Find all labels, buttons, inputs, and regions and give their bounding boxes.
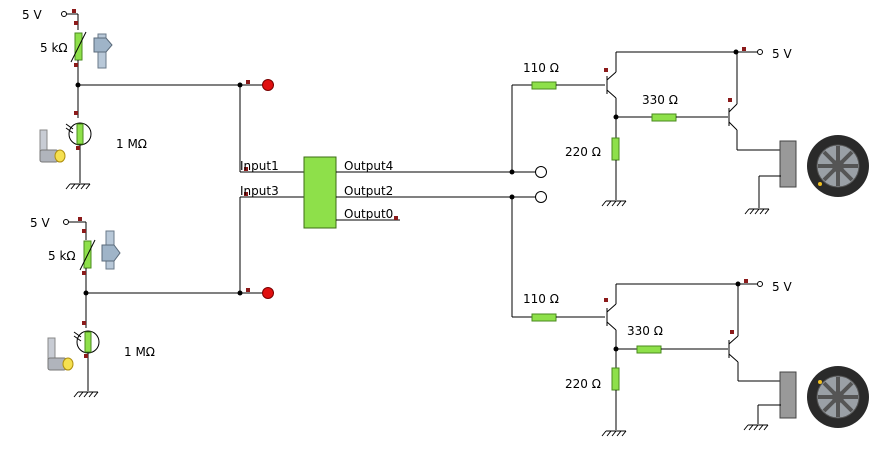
r-pull-label-1: 220 Ω <box>565 145 601 159</box>
output-a-label: Output4 <box>344 159 393 173</box>
ground-symbol <box>73 391 99 398</box>
ground-symbol <box>743 424 769 431</box>
supply-label-1: 5 V <box>22 8 42 22</box>
resistor-mid-2[interactable] <box>636 345 662 354</box>
ground-symbol <box>744 208 770 215</box>
logic-block-body[interactable] <box>303 156 337 229</box>
input-b-label: Input3 <box>240 184 279 198</box>
ground-symbol <box>601 200 627 207</box>
resistor-base-1[interactable] <box>531 81 557 90</box>
lamp-icon <box>47 337 74 371</box>
resistor-pull-1[interactable] <box>611 137 620 161</box>
supply-terminal-4[interactable] <box>757 281 763 287</box>
output-b-label: Output2 <box>344 184 393 198</box>
wheel-icon <box>807 366 869 428</box>
wheel-icon <box>807 135 869 197</box>
resistor-base-2[interactable] <box>531 313 557 322</box>
supply-terminal-3[interactable] <box>757 49 763 55</box>
pot-label-1: 5 kΩ <box>40 41 68 55</box>
output-terminal-a[interactable] <box>535 166 547 178</box>
logic-block: Input1 Input3 Output4 Output2 Output0 <box>239 85 547 293</box>
r-pull-label-2: 220 Ω <box>565 377 601 391</box>
ground-symbol <box>65 183 91 190</box>
supply-terminal-2[interactable] <box>63 219 69 225</box>
supply-label-2: 5 V <box>30 216 50 230</box>
pot-label-2: 5 kΩ <box>48 249 76 263</box>
motor-driver-2: 110 Ω 5 V 220 Ω 330 Ω <box>511 197 869 437</box>
output-c-label: Output0 <box>344 207 393 221</box>
ground-symbol <box>601 430 627 437</box>
ldr-label-2: 1 MΩ <box>124 345 155 359</box>
supply-terminal-1[interactable] <box>61 11 67 17</box>
probe-node-1[interactable] <box>262 79 274 91</box>
motor-driver-1: 110 Ω 5 V 220 Ω 330 Ω <box>511 47 869 215</box>
motor-1[interactable] <box>779 140 797 188</box>
slider-icon[interactable] <box>101 230 121 270</box>
r-base-label-2: 110 Ω <box>523 292 559 306</box>
slider-icon[interactable] <box>93 33 113 69</box>
output-terminal-b[interactable] <box>535 191 547 203</box>
r-base-label-1: 110 Ω <box>523 61 559 75</box>
sensor-2: 5 V 5 kΩ 1 MΩ <box>30 216 274 398</box>
ldr-label-1: 1 MΩ <box>116 137 147 151</box>
probe-node-2[interactable] <box>262 287 274 299</box>
supply-label-3: 5 V <box>772 47 792 61</box>
motor-2[interactable] <box>779 371 797 419</box>
input-a-label: Input1 <box>240 159 279 173</box>
sensor-1: 5 V 5 kΩ 1 MΩ <box>22 8 274 190</box>
supply-label-4: 5 V <box>772 280 792 294</box>
r-mid-label-2: 330 Ω <box>627 324 663 338</box>
resistor-pull-2[interactable] <box>611 367 620 391</box>
resistor-mid-1[interactable] <box>651 113 677 122</box>
r-mid-label-1: 330 Ω <box>642 93 678 107</box>
lamp-icon <box>39 129 66 163</box>
